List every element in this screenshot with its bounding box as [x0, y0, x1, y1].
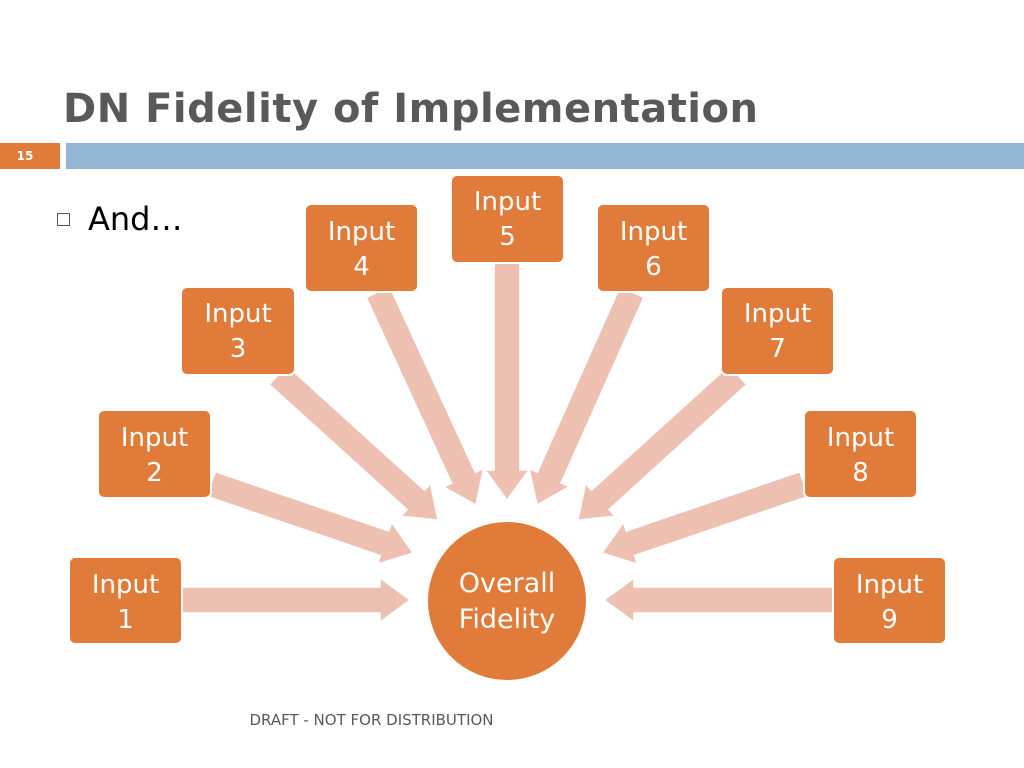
input-node-1-number: 1 [117, 605, 134, 635]
input-node-8-label: Input [827, 423, 894, 453]
input-node-6-label: Input [620, 217, 687, 247]
arrow-input-3 [268, 364, 439, 521]
input-node-3: Input 3 [180, 286, 296, 376]
input-node-5: Input 5 [450, 174, 565, 264]
arrow-input-6 [528, 285, 645, 507]
input-node-2-number: 2 [146, 458, 163, 488]
arrow-input-4 [365, 285, 485, 507]
input-node-9: Input 9 [832, 556, 947, 645]
arrow-input-9 [602, 576, 834, 624]
input-node-4-number: 4 [353, 252, 370, 282]
arrow-input-7 [577, 364, 748, 521]
input-node-6: Input 6 [596, 203, 711, 293]
input-node-2-label: Input [121, 423, 188, 453]
input-node-8: Input 8 [803, 409, 918, 499]
slide-number: 15 [16, 149, 34, 163]
header-bar [66, 143, 1024, 169]
arrow-input-2 [205, 470, 415, 566]
input-node-3-number: 3 [230, 334, 247, 364]
arrow-input-1 [181, 576, 412, 624]
footer-text: DRAFT - NOT FOR DISTRIBUTION [249, 711, 494, 729]
bullet-item: And… [57, 200, 182, 238]
input-node-3-label: Input [204, 299, 271, 329]
input-node-5-label: Input [474, 187, 541, 217]
slide-number-badge: 15 [0, 143, 60, 169]
overall-fidelity-label-line1: Overall [459, 568, 556, 599]
input-node-7-label: Input [744, 299, 811, 329]
input-node-4: Input 4 [304, 203, 419, 293]
input-node-9-number: 9 [881, 605, 898, 635]
input-node-2: Input 2 [97, 409, 212, 499]
input-node-7-number: 7 [769, 334, 786, 364]
arrow-input-8 [600, 470, 810, 566]
bullet-text: And… [88, 200, 183, 238]
overall-fidelity-label-line2: Fidelity [459, 604, 555, 635]
input-node-1-label: Input [92, 570, 159, 600]
input-node-9-label: Input [856, 570, 923, 600]
input-node-7: Input 7 [720, 286, 835, 376]
overall-fidelity-node: Overall Fidelity [426, 520, 588, 682]
arrow-input-5 [483, 262, 531, 502]
input-node-5-number: 5 [499, 222, 516, 252]
slide-title: DN Fidelity of Implementation [63, 86, 759, 132]
input-node-6-number: 6 [645, 252, 662, 282]
arrows-layer [181, 262, 834, 624]
input-node-4-label: Input [328, 217, 395, 247]
input-node-8-number: 8 [852, 458, 869, 488]
input-node-1: Input 1 [68, 556, 183, 645]
bullet-square-icon [57, 212, 70, 226]
